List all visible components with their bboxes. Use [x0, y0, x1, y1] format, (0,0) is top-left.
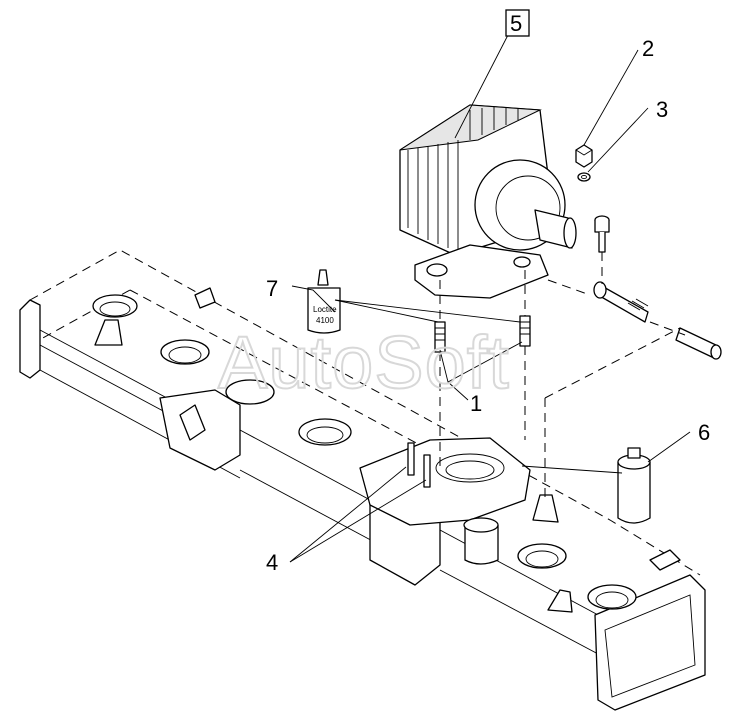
- callout-3: 3: [656, 97, 668, 122]
- threaded-rod: [593, 281, 649, 323]
- callout-5-box: [505, 9, 530, 37]
- stud-pin: [675, 327, 722, 360]
- nut-item-2: [575, 144, 593, 168]
- stud-item-1-left: [434, 321, 446, 353]
- callout-7: 7: [266, 276, 278, 301]
- callout-2: 2: [642, 36, 654, 61]
- axle-frame: [19, 249, 706, 711]
- leader-lines: [289, 34, 691, 563]
- gearbox-unit: [399, 104, 577, 299]
- callout-1: 1: [470, 391, 482, 416]
- spray-can-item-6: [617, 447, 651, 524]
- assembly-lines: [439, 252, 686, 498]
- watermark: AutoSoft: [218, 321, 510, 404]
- bottle-label-line2: 4100: [316, 316, 334, 325]
- callout-5: 5: [510, 11, 522, 36]
- callouts: 5 2 3 7 1 6 4: [266, 9, 710, 575]
- bottle-label-line1: Loctite: [313, 305, 337, 314]
- washer-item-3: [577, 172, 591, 182]
- loctite-bottle-item-7: Loctite 4100: [307, 269, 341, 334]
- bolt: [594, 215, 610, 253]
- callout-4: 4: [266, 550, 278, 575]
- stud-item-4: [407, 442, 431, 488]
- callout-6: 6: [698, 420, 710, 445]
- stud-item-1-right: [519, 315, 531, 347]
